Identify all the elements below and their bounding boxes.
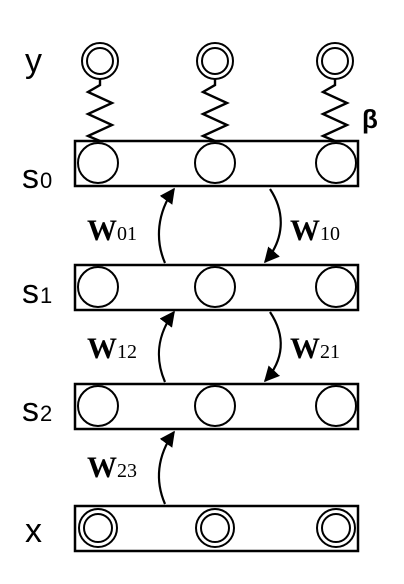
label-beta: β xyxy=(362,104,378,134)
layer-s2 xyxy=(73,382,360,431)
arrow-w10 xyxy=(263,188,282,264)
spring-3 xyxy=(320,79,350,143)
weight-label-w12: W12 xyxy=(87,332,137,365)
arrow-w21 xyxy=(263,311,282,383)
arrow-w23 xyxy=(157,430,175,505)
layer-s1 xyxy=(73,263,360,312)
weight-label-w21: W21 xyxy=(290,332,340,365)
spring-2 xyxy=(200,79,230,143)
output-units-y xyxy=(81,42,354,80)
springs xyxy=(85,79,350,143)
weight-label-w10: W10 xyxy=(290,214,340,247)
label-y: y xyxy=(25,42,42,80)
weight-label-w01: W01 xyxy=(87,214,137,247)
output-unit-3 xyxy=(316,42,354,80)
arrow-w01 xyxy=(157,187,175,264)
weight-label-w23: W23 xyxy=(87,451,137,484)
output-unit-2 xyxy=(196,42,234,80)
layer-x xyxy=(73,504,360,553)
output-unit-1 xyxy=(81,42,119,80)
label-s2: s2 xyxy=(22,391,52,429)
spring-1 xyxy=(85,79,115,143)
label-x: x xyxy=(25,512,42,550)
label-s0: s0 xyxy=(22,158,52,196)
arrow-w12 xyxy=(157,310,175,383)
label-s1: s1 xyxy=(22,273,52,311)
layer-s0 xyxy=(73,139,360,188)
